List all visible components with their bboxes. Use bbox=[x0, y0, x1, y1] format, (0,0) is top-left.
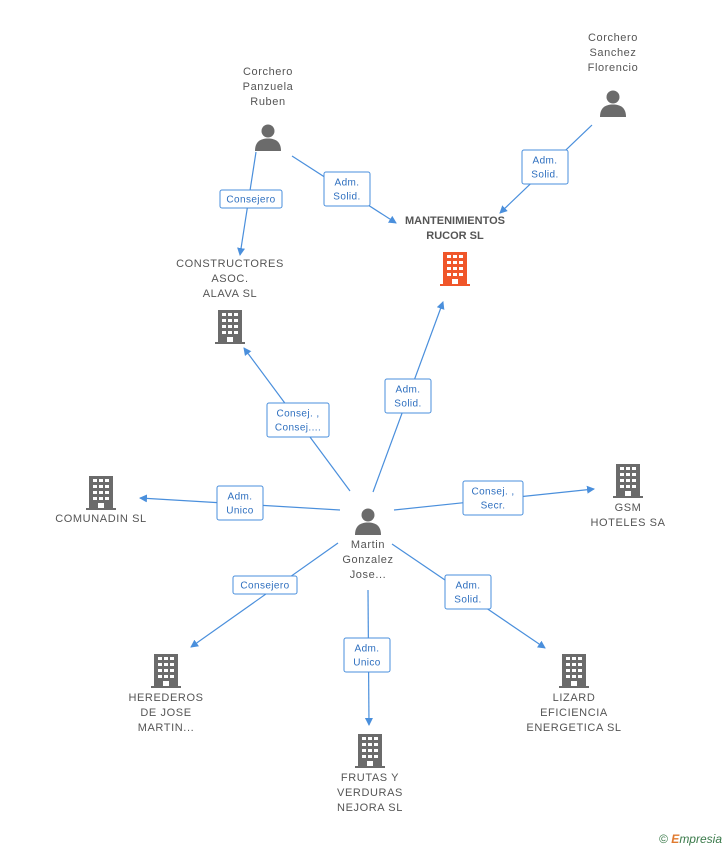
relation-label-text: Adm. bbox=[533, 156, 558, 167]
node-mantenimientos-rucor[interactable]: MANTENIMIENTOS RUCOR SL bbox=[405, 215, 505, 286]
node-label: RUCOR SL bbox=[426, 230, 484, 242]
relation-label-text: Adm. bbox=[228, 492, 253, 503]
relation-label-text: Consejero bbox=[240, 581, 289, 592]
relation-label-box bbox=[384, 378, 432, 414]
relation-label-box bbox=[219, 189, 283, 209]
brand-initial: E bbox=[671, 832, 680, 846]
relation-label-text: Adm. bbox=[335, 178, 360, 189]
node-label: NEJORA SL bbox=[337, 802, 403, 814]
node-label: Gonzalez bbox=[342, 554, 393, 566]
building-icon bbox=[613, 464, 643, 498]
node-lizard[interactable]: LIZARD EFICIENCIA ENERGETICA SL bbox=[526, 654, 621, 734]
node-frutas[interactable]: FRUTAS Y VERDURAS NEJORA SL bbox=[337, 734, 403, 814]
node-label: Martin bbox=[351, 539, 385, 551]
building-icon bbox=[559, 654, 589, 688]
relation-labels: ConsejeroAdm.Solid.Adm.Solid.Adm.Solid.C… bbox=[216, 149, 569, 673]
relation-label[interactable]: Adm. Solid. bbox=[323, 171, 371, 207]
node-label: Jose... bbox=[350, 569, 387, 581]
building-icon bbox=[215, 310, 245, 344]
node-label: Corchero bbox=[588, 32, 638, 44]
building-icon bbox=[355, 734, 385, 768]
relation-label-box bbox=[521, 149, 569, 185]
relation-label-text: Unico bbox=[353, 658, 381, 669]
relation-label[interactable]: Adm. Solid. bbox=[444, 574, 492, 610]
relation-label[interactable]: Adm. Unico bbox=[343, 637, 391, 673]
relation-label-text: Unico bbox=[226, 506, 254, 517]
node-comunadin[interactable]: COMUNADIN SL bbox=[55, 476, 147, 525]
relation-label-text: Consej. , bbox=[471, 487, 514, 498]
relation-label-box bbox=[232, 575, 298, 595]
relation-label[interactable]: Adm. Unico bbox=[216, 485, 264, 521]
relation-label-text: Adm. bbox=[456, 581, 481, 592]
node-label: MARTIN... bbox=[138, 722, 195, 734]
node-label: Sanchez bbox=[589, 47, 636, 59]
node-constructores[interactable]: CONSTRUCTORES ASOC. ALAVA SL bbox=[176, 258, 284, 344]
node-label: ASOC. bbox=[211, 273, 248, 285]
relation-label-text: Adm. bbox=[396, 385, 421, 396]
node-label: HEREDEROS bbox=[128, 692, 203, 704]
person-icon bbox=[255, 124, 281, 151]
node-label: EFICIENCIA bbox=[540, 707, 608, 719]
building-icon bbox=[440, 252, 470, 286]
relation-label[interactable]: Adm. Solid. bbox=[521, 149, 569, 185]
building-icon bbox=[151, 654, 181, 688]
node-label: FRUTAS Y bbox=[341, 772, 399, 784]
relation-label-text: Solid. bbox=[531, 170, 558, 181]
brand-name: mpresia bbox=[679, 832, 722, 846]
relation-label-box bbox=[444, 574, 492, 610]
copyright-icon: © bbox=[659, 832, 668, 846]
relation-label-text: Adm. bbox=[355, 644, 380, 655]
node-label: Corchero bbox=[243, 66, 293, 78]
edges bbox=[139, 124, 595, 726]
person-icon bbox=[600, 90, 626, 117]
relation-label-box bbox=[323, 171, 371, 207]
relation-label-text: Secr. bbox=[481, 501, 506, 512]
node-label: Panzuela bbox=[243, 81, 294, 93]
relation-label[interactable]: Consejero bbox=[219, 189, 283, 209]
relation-label-text: Solid. bbox=[394, 399, 421, 410]
relation-label-box bbox=[266, 402, 330, 438]
relation-label-box bbox=[343, 637, 391, 673]
node-label: MANTENIMIENTOS bbox=[405, 215, 505, 227]
building-icon bbox=[86, 476, 116, 510]
node-label: COMUNADIN SL bbox=[55, 513, 147, 525]
node-label: CONSTRUCTORES bbox=[176, 258, 284, 270]
node-label: VERDURAS bbox=[337, 787, 403, 799]
node-label: DE JOSE bbox=[140, 707, 191, 719]
nodes: CorcheroPanzuelaRubenCorcheroSanchezFlor… bbox=[55, 32, 665, 814]
node-label: Ruben bbox=[250, 96, 285, 108]
relation-label[interactable]: Adm. Solid. bbox=[384, 378, 432, 414]
node-label: ALAVA SL bbox=[203, 288, 258, 300]
node-gsm[interactable]: GSM HOTELES SA bbox=[590, 464, 665, 529]
relation-label[interactable]: Consej. , Consej.... bbox=[266, 402, 330, 438]
node-label: HOTELES SA bbox=[590, 517, 665, 529]
relation-label[interactable]: Consejero bbox=[232, 575, 298, 595]
node-label: Florencio bbox=[588, 62, 639, 74]
relation-label[interactable]: Consej. , Secr. bbox=[462, 480, 524, 516]
node-martin[interactable]: MartinGonzalezJose... bbox=[342, 508, 393, 582]
relation-label-text: Solid. bbox=[454, 595, 481, 606]
relation-label-box bbox=[462, 480, 524, 516]
edge-martin-to-herederos bbox=[190, 542, 339, 648]
relation-label-text: Consej. , bbox=[276, 409, 319, 420]
relation-label-text: Consej.... bbox=[275, 423, 321, 434]
relation-label-text: Solid. bbox=[333, 192, 360, 203]
relation-label-box bbox=[216, 485, 264, 521]
person-icon bbox=[355, 508, 381, 535]
node-label: LIZARD bbox=[553, 692, 596, 704]
node-label: ENERGETICA SL bbox=[526, 722, 621, 734]
node-herederos[interactable]: HEREDEROS DE JOSE MARTIN... bbox=[128, 654, 203, 734]
node-label: GSM bbox=[615, 502, 642, 514]
footer-branding: © Empresia bbox=[659, 832, 722, 846]
relation-label-text: Consejero bbox=[226, 195, 275, 206]
